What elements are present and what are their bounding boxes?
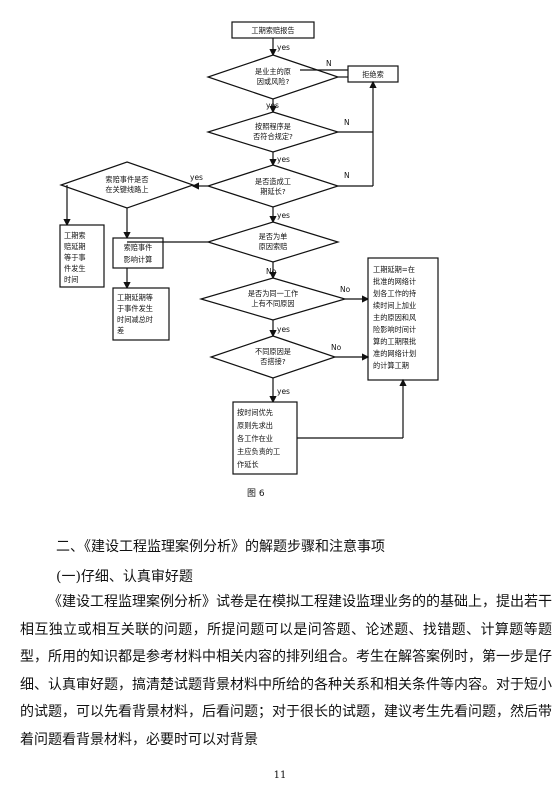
q6-line1: 是否为同一工作 bbox=[248, 289, 298, 298]
n-label-2: N bbox=[344, 118, 350, 127]
right-result-1: 工期延期=在 bbox=[373, 265, 415, 274]
yes-label: yes bbox=[277, 43, 290, 52]
right-result-box bbox=[367, 257, 439, 381]
q7-line1: 不同原因是 bbox=[255, 347, 291, 356]
left-result-3: 等于事 bbox=[64, 253, 86, 262]
reduce-line1: 工期延期等 bbox=[117, 293, 153, 302]
right-result-7: 算的工期限批 bbox=[373, 337, 416, 346]
bottom-line4: 主应负责的工 bbox=[237, 447, 280, 456]
impact-calc-box bbox=[112, 237, 164, 269]
q4-line2: 在关键线路上 bbox=[105, 185, 148, 194]
right-result-5: 主的原因和风 bbox=[373, 313, 416, 322]
sub-heading: (一)仔细、认真审好题 bbox=[56, 569, 193, 585]
q3-line2: 期延长? bbox=[260, 187, 286, 196]
reduce-line2: 于事件发生 bbox=[117, 304, 153, 313]
figure-caption: 图 6 bbox=[247, 488, 265, 499]
n-label-3: N bbox=[344, 171, 350, 180]
reduce-line4: 差 bbox=[117, 326, 124, 335]
no-label: No bbox=[266, 267, 277, 276]
body-paragraph: 《建设工程监理案例分析》试卷是在模拟工程建设监理业务的的基础上，提出若干相互独立… bbox=[20, 594, 552, 748]
flowchart: 工期索赔报告 yes 是业主的原 因或风险? N 拒绝索 yes 按照程序是 否… bbox=[59, 21, 439, 499]
right-result-6: 险影响时间计 bbox=[373, 325, 416, 334]
left-result-5: 时间 bbox=[64, 275, 78, 284]
reduce-line3: 时间减总时 bbox=[117, 315, 153, 324]
right-result-2: 批准的网络计 bbox=[373, 277, 416, 286]
section-heading: 二、《建设工程监理案例分析》的解题步骤和注意事项 bbox=[56, 539, 385, 555]
calc-line2: 影响计算 bbox=[124, 255, 153, 264]
right-result-4: 续时间上加业 bbox=[373, 301, 416, 310]
bottom-line2: 原则先求出 bbox=[237, 421, 273, 430]
right-result-8: 准的网络计划 bbox=[373, 349, 416, 358]
no-label: No bbox=[340, 285, 351, 294]
q2-line2: 否符合规定? bbox=[253, 132, 293, 141]
calc-line1: 索赔事件 bbox=[124, 243, 153, 252]
no-label: No bbox=[331, 343, 342, 352]
q1-line1: 是业主的原 bbox=[255, 67, 291, 76]
q5-line2: 原因索赔 bbox=[259, 242, 288, 251]
bottom-line5: 作延长 bbox=[237, 460, 259, 469]
yes-label: yes bbox=[277, 155, 290, 164]
n-label-1: N bbox=[326, 59, 332, 68]
q6-line2: 上有不同原因 bbox=[251, 299, 294, 308]
yes-label: yes bbox=[277, 387, 290, 396]
decision-delay bbox=[206, 164, 340, 208]
right-result-3: 划各工作的持 bbox=[373, 289, 416, 298]
yes-label: yes bbox=[266, 101, 279, 110]
bottom-line3: 各工作在业 bbox=[237, 434, 273, 443]
left-result-4: 件发生 bbox=[64, 264, 86, 273]
right-result-9: 的计算工期 bbox=[373, 361, 409, 370]
q3-line1: 是否造成工 bbox=[255, 177, 291, 186]
q5-line1: 是否为单 bbox=[259, 232, 288, 241]
q4-line1: 索赔事件是否 bbox=[105, 175, 148, 184]
q2-line1: 按照程序是 bbox=[255, 122, 291, 131]
reduce-box bbox=[112, 287, 170, 341]
yes-label: yes bbox=[277, 211, 290, 220]
q7-line2: 否搭接? bbox=[260, 357, 286, 366]
left-result-1: 工期索 bbox=[64, 231, 86, 240]
start-label: 工期索赔报告 bbox=[251, 26, 294, 35]
left-result-2: 赔延期 bbox=[64, 242, 86, 251]
yes-label: yes bbox=[277, 325, 290, 334]
bottom-line1: 按时间优先 bbox=[237, 408, 273, 417]
bottom-result-box bbox=[232, 401, 298, 475]
page-number: 11 bbox=[273, 770, 287, 781]
refuse-label: 拒绝索 bbox=[362, 70, 384, 79]
yes-label: yes bbox=[190, 173, 203, 182]
left-result-box bbox=[59, 224, 105, 288]
q1-line2: 因或风险? bbox=[257, 77, 290, 86]
